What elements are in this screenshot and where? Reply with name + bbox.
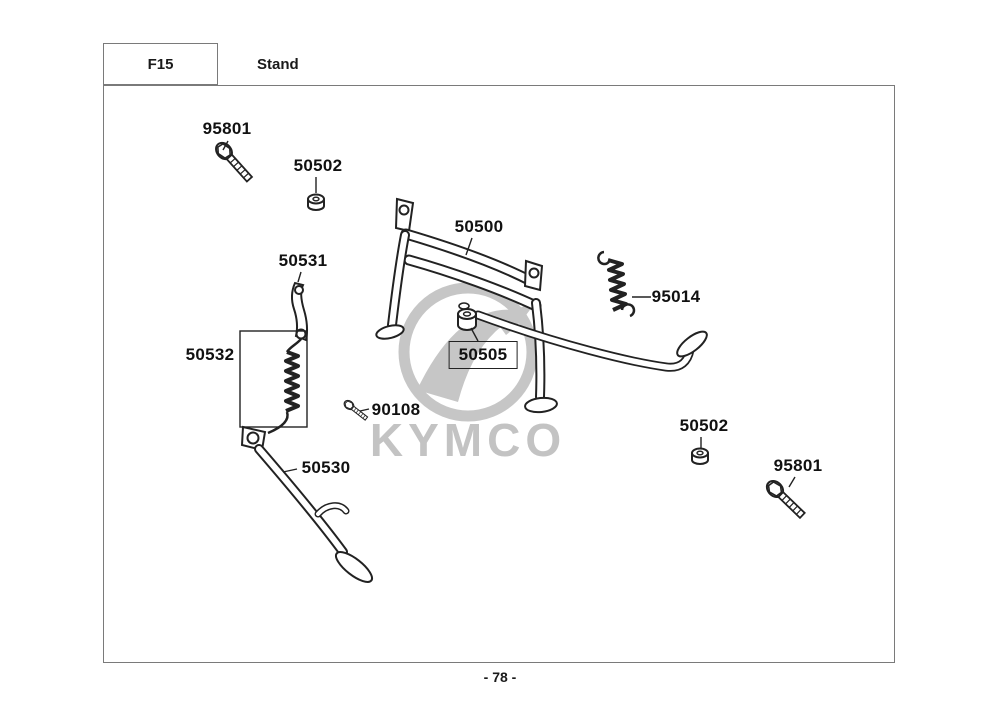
stand-roller-drawing bbox=[457, 302, 477, 331]
section-code: F15 bbox=[147, 55, 174, 73]
center-stand-drawing bbox=[375, 197, 708, 414]
part-label-50502-bottom: 50502 bbox=[679, 416, 729, 435]
part-label-50531: 50531 bbox=[278, 251, 328, 270]
page-number: - 78 - bbox=[483, 669, 517, 685]
stand-bracket-drawing bbox=[290, 281, 309, 342]
kymco-wordmark: KYMCO bbox=[370, 414, 566, 466]
side-stand-drawing bbox=[240, 425, 374, 583]
cap-nut-top-drawing bbox=[307, 193, 325, 211]
part-label-95014: 95014 bbox=[651, 287, 701, 306]
part-label-50530: 50530 bbox=[301, 458, 351, 477]
part-label-50505: 50505 bbox=[448, 341, 518, 369]
diagram-frame bbox=[103, 85, 895, 663]
side-stand-spring-drawing bbox=[267, 338, 302, 435]
flange-bolt-top-drawing bbox=[211, 138, 256, 185]
leader-lines bbox=[222, 140, 796, 488]
section-code-box: F15 bbox=[103, 43, 218, 85]
part-label-50500: 50500 bbox=[454, 217, 504, 236]
part-label-50532: 50532 bbox=[185, 345, 235, 364]
main-stand-spring-drawing bbox=[597, 250, 636, 318]
kymco-logo-watermark: KYMCO bbox=[370, 282, 566, 466]
part-label-50502-top: 50502 bbox=[293, 156, 343, 175]
flange-bolt-bottom-drawing bbox=[762, 476, 809, 522]
part-label-95801-top: 95801 bbox=[202, 119, 252, 138]
page-title: Stand bbox=[257, 56, 299, 73]
part-label-95801-bottom: 95801 bbox=[773, 456, 823, 475]
part-label-90108: 90108 bbox=[371, 400, 421, 419]
cap-nut-bottom-drawing bbox=[691, 447, 709, 465]
